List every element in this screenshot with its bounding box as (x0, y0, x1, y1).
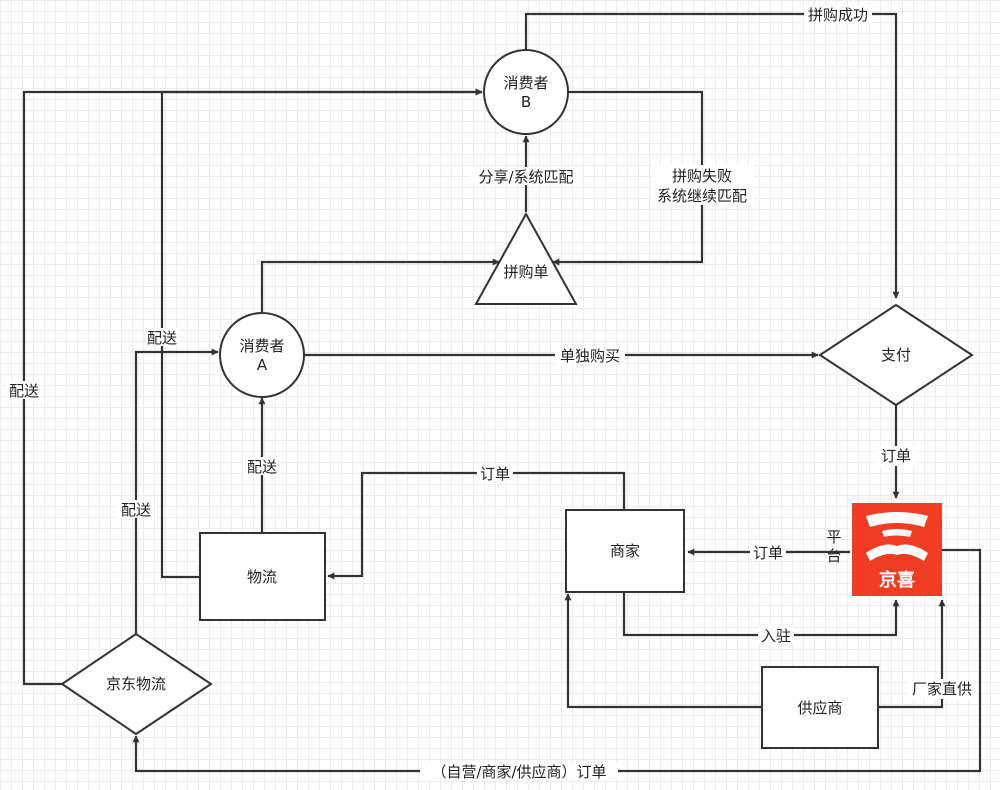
jd-logistics-label: 京东物流 (106, 675, 166, 693)
node-consumer-a: 消费者 A (219, 312, 305, 398)
label-order-to-logistics: 订单 (480, 465, 510, 483)
node-logistics: 物流 (199, 532, 326, 621)
edge-group-success (524, 12, 900, 299)
label-order-to-merchant: 订单 (753, 544, 783, 562)
node-jd-logistics: 京东物流 (60, 632, 213, 736)
jingxi-logo-text: 京喜 (879, 569, 915, 591)
label-order-after-pay: 订单 (881, 447, 911, 465)
consumer-a-line2: A (257, 356, 268, 374)
consumer-a-line1: 消费者 (239, 337, 284, 355)
logistics-label: 物流 (247, 568, 277, 586)
edge-consumer-a-to-group (260, 258, 500, 312)
label-group-success: 拼购成功 (808, 6, 868, 24)
merchant-label: 商家 (610, 542, 640, 560)
label-delivery-a: 配送 (247, 458, 277, 476)
edge-supplier-to-merchant (564, 593, 762, 709)
consumer-b-line1: 消费者 (503, 74, 548, 92)
supplier-label: 供应商 (797, 699, 842, 717)
label-group-fail-1: 拼购失败 (672, 167, 732, 185)
jingxi-logo-mark-icon (866, 512, 928, 561)
platform-caption-1: 平 (826, 528, 841, 546)
node-consumer-b: 消费者 B (483, 49, 569, 135)
platform-caption-2: 台 (826, 547, 841, 565)
node-supplier: 供应商 (761, 666, 879, 749)
edge-jd-to-a (134, 348, 219, 634)
label-delivery-b: 配送 (147, 329, 177, 347)
label-jd-order: （自营/商家/供应商）订单 (431, 763, 606, 781)
edge-factory-direct (879, 599, 946, 709)
label-share-match: 分享/系统匹配 (478, 168, 573, 186)
edge-merchant-to-logistics (327, 471, 626, 580)
edge-logistics-to-b (160, 88, 483, 579)
edge-platform-to-jd (132, 548, 982, 773)
node-group-order: 拼购单 (474, 211, 578, 305)
label-settle-in: 入驻 (761, 627, 791, 645)
label-single-buy: 单独购买 (560, 347, 620, 365)
label-delivery-jd: 配送 (9, 382, 39, 400)
label-group-fail-2: 系统继续匹配 (657, 187, 747, 205)
pay-label: 支付 (881, 346, 911, 364)
label-delivery-jd-a: 配送 (121, 501, 151, 519)
node-pay: 支付 (818, 303, 974, 407)
node-platform: 京喜 平 台 (826, 503, 942, 596)
label-factory-direct: 厂家直供 (912, 680, 972, 698)
group-order-label: 拼购单 (503, 263, 548, 281)
node-merchant: 商家 (565, 509, 685, 593)
consumer-b-line2: B (521, 93, 531, 111)
